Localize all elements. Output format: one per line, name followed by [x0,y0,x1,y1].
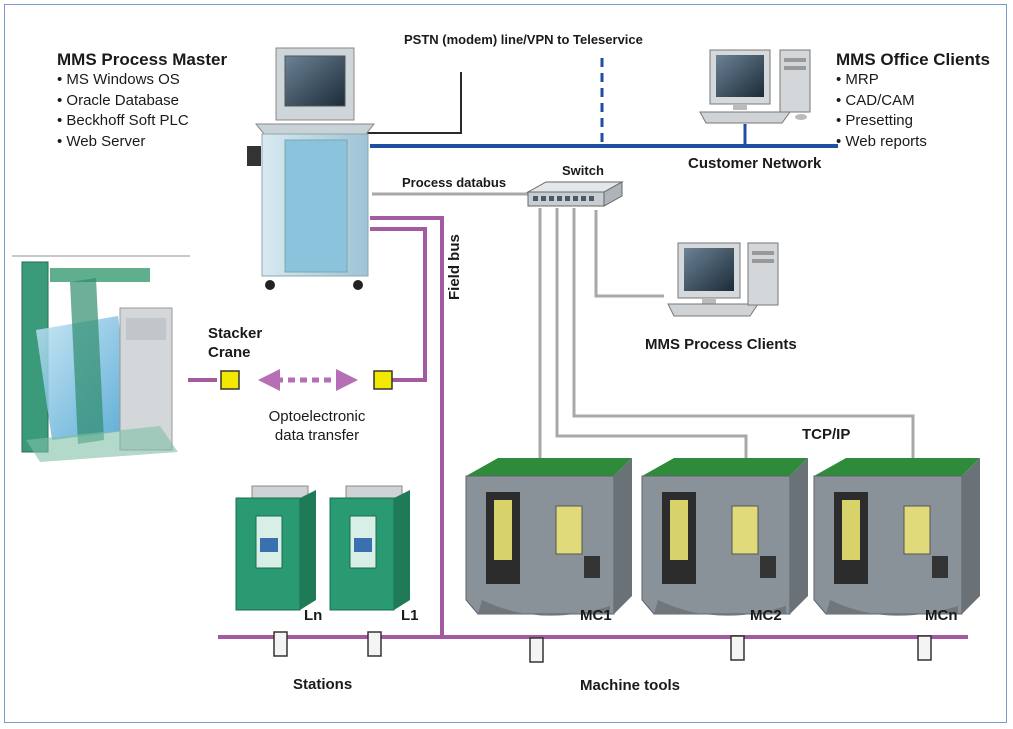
customer-network-label: Customer Network [688,155,822,172]
process-master-item: Beckhoff Soft PLC [57,111,227,132]
office-clients-item: Presetting [836,111,990,132]
crane-label-line: Crane [208,344,251,361]
office-client-computer [699,49,811,124]
machine-node-mc2 [730,635,745,661]
station-label-ln: Ln [304,607,323,624]
station-l1-unit [329,485,410,611]
machine-node-mc1 [529,637,544,663]
machine-label-mcn: MCn [925,607,958,624]
process-master-title: MMS Process Master [57,50,228,69]
opto-sensor-left [220,370,240,390]
machine-mc1-unit [465,458,632,616]
machine-mcn-unit [813,458,980,616]
machine-tools-label: Machine tools [580,677,681,694]
process-databus-label: Process databus [402,175,507,190]
optoelectronic-link [220,369,393,391]
office-clients-item: MRP [836,70,990,91]
station-node-ln [273,631,288,657]
office-clients-item: Web reports [836,132,990,153]
opto-label-line1: Optoelectronic [268,408,366,425]
bus-nodes [273,631,932,663]
stacker-label-line: Stacker [208,325,263,342]
process-master-block: MMS Process Master MS Windows OS Oracle … [57,50,227,152]
process-master-item: Oracle Database [57,91,227,112]
field-bus-label: Field bus [446,234,463,300]
office-clients-list: MRP CAD/CAM Presetting Web reports [836,70,990,152]
switch-label: Switch [562,163,604,178]
station-ln-unit [235,485,316,611]
tcpip-label: TCP/IP [802,426,851,443]
field-bus-lines [188,216,968,639]
stacker-crane-label: Stacker Crane [208,324,262,362]
process-databus-lines [372,192,915,462]
machine-node-mcn [917,635,932,661]
stacker-crane [12,255,190,462]
office-clients-item: CAD/CAM [836,91,990,112]
diagram-frame [4,4,1007,723]
process-client-computer [667,242,779,317]
process-master-list: MS Windows OS Oracle Database Beckhoff S… [57,70,227,152]
opto-label-line2: data transfer [274,427,360,444]
pstn-cable [362,72,462,134]
pstn-label: PSTN (modem) line/VPN to Teleservice [404,32,643,47]
network-switch [526,181,624,207]
process-master-item: Web Server [57,132,227,153]
customer-network-line [370,58,838,148]
office-clients-title: MMS Office Clients [836,50,990,69]
station-label-l1: L1 [401,607,419,624]
stations-label: Stations [293,676,353,693]
opto-sensor-right [373,370,393,390]
process-master-terminal [247,47,376,290]
station-node-l1 [367,631,382,657]
machine-label-mc2: MC2 [750,607,782,624]
machine-label-mc1: MC1 [580,607,612,624]
process-master-item: MS Windows OS [57,70,227,91]
process-clients-label: MMS Process Clients [645,336,797,353]
office-clients-block: MMS Office Clients MRP CAD/CAM Presettin… [836,50,990,152]
machine-mc2-unit [641,458,808,616]
optoelectronic-label: Optoelectronic data transfer [252,407,382,445]
